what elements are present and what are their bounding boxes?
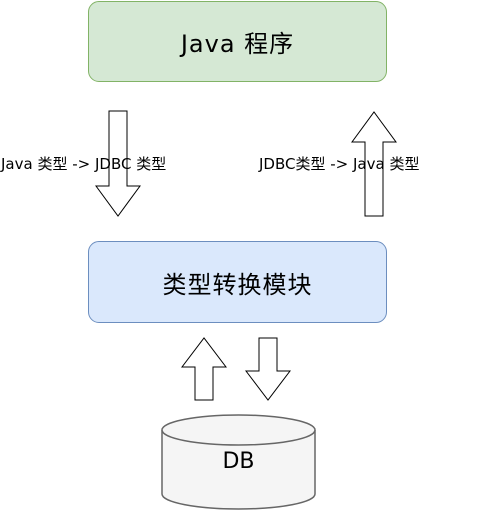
java-program-box: Java 程序 (88, 1, 387, 82)
down-arrow-java-to-converter (95, 110, 141, 217)
type-conversion-module-box: 类型转换模块 (88, 241, 387, 323)
jdbc-to-java-label: JDBC类型 -> Java 类型 (259, 155, 420, 173)
down-arrow-converter-to-db (244, 337, 292, 401)
database-cylinder (161, 414, 316, 510)
type-conversion-module-label: 类型转换模块 (162, 270, 313, 299)
up-arrow-converter-to-java (351, 111, 397, 217)
java-program-label: Java 程序 (180, 30, 295, 58)
java-to-jdbc-label: Java 类型 -> JDBC 类型 (1, 155, 167, 173)
up-arrow-db-to-converter (180, 337, 228, 401)
database-label: DB (222, 449, 255, 474)
